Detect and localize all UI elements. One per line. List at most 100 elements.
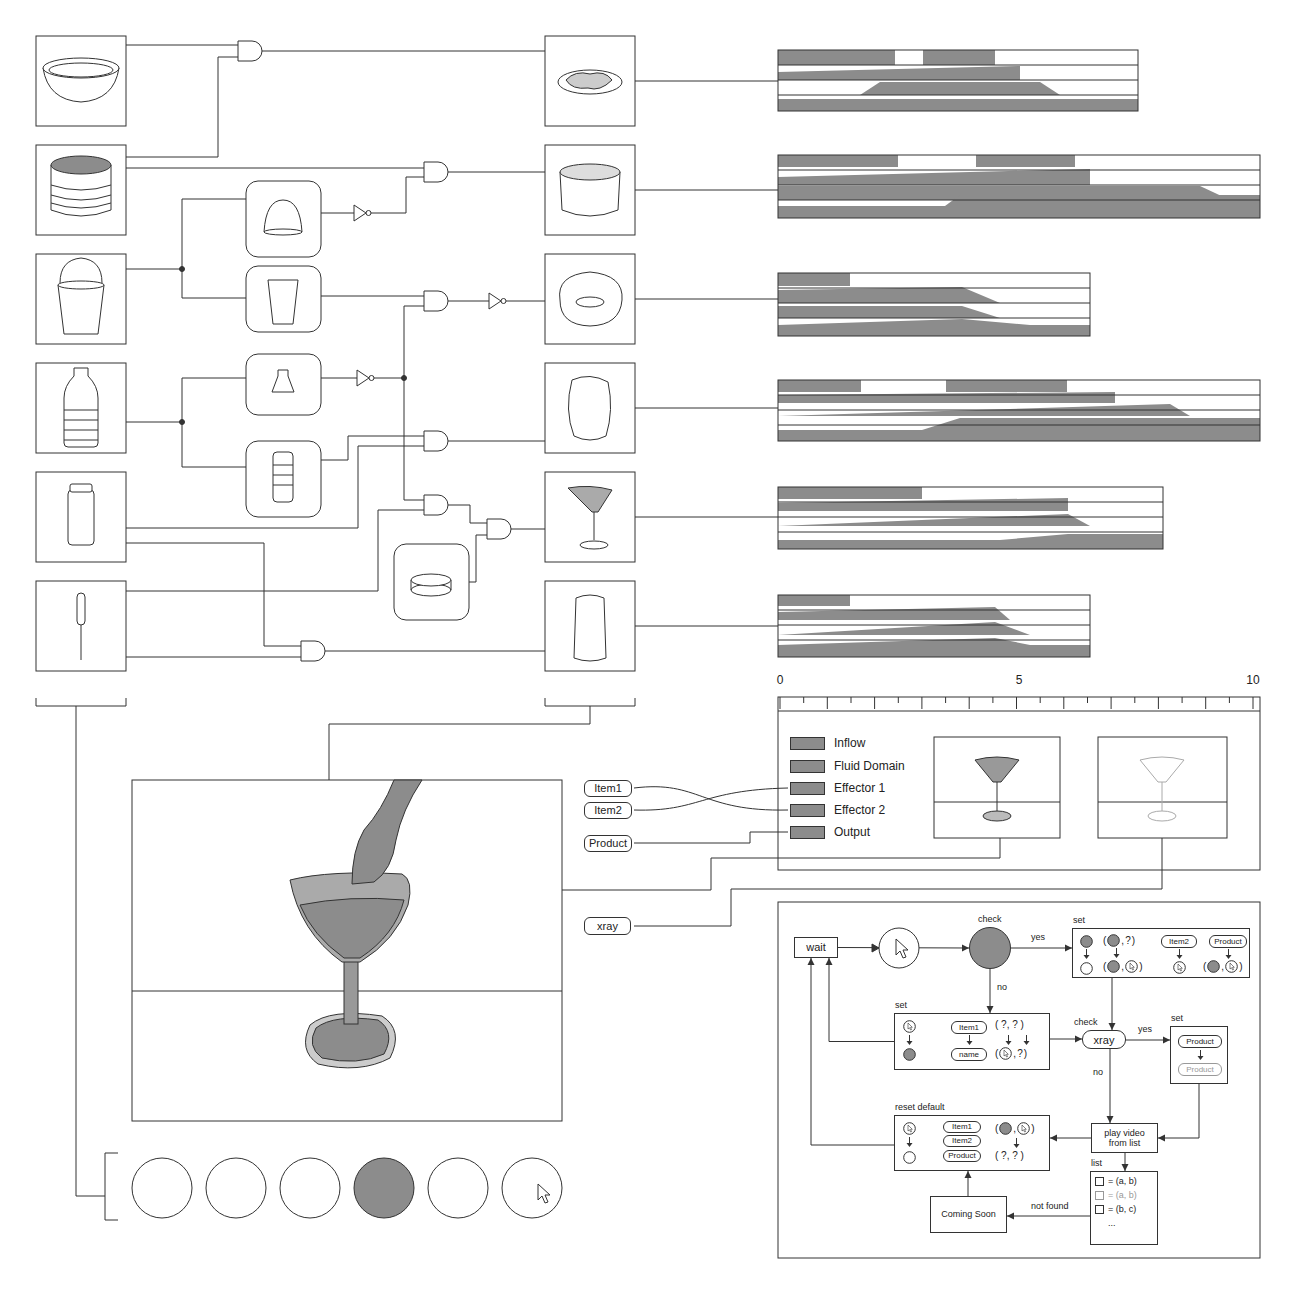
simulation-view	[352, 780, 422, 884]
variable-tag: Item1	[943, 1121, 981, 1133]
down-arrow	[967, 1041, 973, 1045]
item-icon	[411, 574, 451, 586]
wire	[371, 177, 424, 213]
item-icon	[58, 281, 104, 289]
preview-image	[975, 757, 1019, 782]
arrowhead	[1050, 1135, 1057, 1142]
node-label: Product	[1214, 938, 1242, 946]
item-box	[545, 363, 635, 453]
item-box	[246, 181, 321, 257]
state-icon	[1226, 961, 1238, 973]
wire	[182, 199, 246, 200]
timeline-chart	[778, 288, 1090, 318]
item-icon	[264, 229, 302, 235]
wire	[404, 500, 424, 501]
down-arrow	[1116, 948, 1117, 955]
state-tuple: ( ?, ? )	[995, 1151, 1024, 1161]
item-box	[36, 581, 126, 671]
wire	[182, 199, 183, 298]
state-icon	[1000, 1048, 1012, 1060]
item-box	[545, 472, 635, 562]
connector	[1107, 1049, 1114, 1123]
connector	[1011, 948, 1072, 949]
wire	[374, 378, 404, 379]
tuple-text: ( ?, ? )	[995, 1020, 1024, 1030]
list-entry: = (a, b)	[1108, 1177, 1137, 1187]
timeline-chart	[778, 306, 1000, 318]
wire	[448, 441, 545, 442]
variable-tag: Product	[1178, 1035, 1222, 1048]
product-icon	[566, 73, 612, 89]
step-indicator	[105, 1153, 118, 1220]
down-arrow	[1179, 949, 1180, 956]
tuple-text: )	[1132, 936, 1135, 946]
down-arrow	[909, 1035, 910, 1042]
step-indicator	[132, 1158, 192, 1218]
down-arrow	[906, 1137, 913, 1147]
item-box	[36, 472, 126, 562]
down-arrow	[1176, 949, 1183, 959]
logic-gate	[369, 376, 374, 381]
timeline-chart	[778, 50, 1260, 657]
timeline-chart	[778, 595, 850, 606]
node-label: Item2	[594, 805, 622, 816]
timeline-chart	[778, 50, 1138, 111]
leader-line	[329, 706, 590, 780]
wire	[182, 467, 246, 468]
state-icon	[1107, 960, 1120, 973]
wire	[126, 269, 182, 270]
simulation-view	[290, 873, 410, 962]
item-icon	[43, 58, 451, 660]
tuple-text: )	[1024, 1049, 1027, 1059]
timeline-chart	[778, 638, 1030, 645]
wire	[635, 517, 778, 518]
time-axis	[778, 711, 1260, 712]
product-icon	[574, 595, 606, 661]
connector	[1007, 1216, 1090, 1217]
logic-gate	[424, 431, 448, 451]
logic-gate	[487, 519, 511, 539]
connector	[1158, 1084, 1199, 1142]
wire	[182, 378, 246, 379]
edge-label: not found	[1030, 1202, 1070, 1212]
step-indicator	[206, 1158, 266, 1218]
wire	[402, 376, 407, 381]
item-icon	[64, 368, 98, 447]
down-arrow	[966, 1035, 973, 1045]
down-arrow	[1008, 1035, 1009, 1042]
product-icon	[558, 70, 622, 94]
wire	[404, 306, 405, 500]
simulation-view	[312, 1018, 389, 1061]
tuple-text: ,	[1121, 936, 1124, 946]
process-box: play video from list	[1091, 1123, 1158, 1153]
axis-number: 0	[777, 674, 784, 686]
legend-text: Effector 2	[834, 803, 885, 818]
item-box	[545, 145, 635, 235]
down-arrow	[1026, 1035, 1027, 1042]
preview-image	[1098, 737, 1227, 838]
list-entry: ...	[1108, 1219, 1116, 1229]
logic-gate	[424, 162, 448, 182]
arrowhead	[987, 1006, 994, 1013]
preview-image	[1140, 757, 1184, 821]
node-label: Product	[589, 838, 627, 849]
step-indicator	[354, 1158, 414, 1218]
state-icon	[903, 1151, 916, 1164]
logic-gate	[489, 293, 501, 309]
state-tuple: (,)	[1203, 960, 1242, 973]
leader-line	[36, 698, 635, 706]
variable-tag: Item1	[584, 780, 632, 797]
state-icon	[1081, 963, 1093, 975]
node-label: Item1	[594, 783, 622, 794]
logic-gate	[301, 641, 325, 661]
down-arrow	[1013, 1138, 1020, 1148]
arrowhead	[962, 944, 969, 951]
state-tuple: (,?)	[1103, 934, 1135, 947]
node-heading: set	[895, 1001, 907, 1011]
checkbox	[1095, 1177, 1104, 1186]
cursor-icon	[908, 1023, 912, 1030]
process-box: Coming Soon	[930, 1196, 1007, 1233]
down-arrow	[1225, 949, 1232, 959]
arrowhead	[826, 958, 833, 965]
wire	[180, 420, 185, 425]
